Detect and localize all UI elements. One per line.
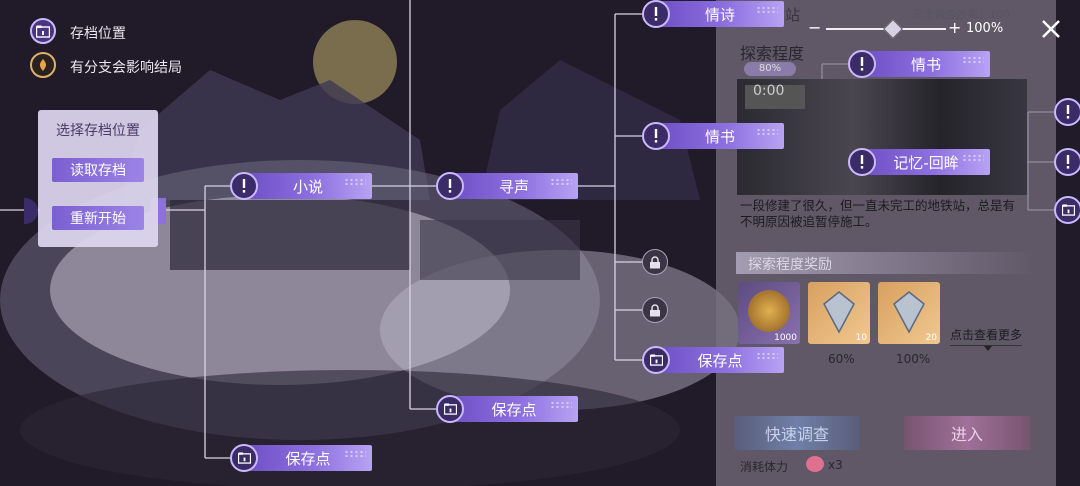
- partial-event-node[interactable]: [24, 198, 38, 224]
- node-bar: [860, 51, 990, 77]
- node-bar: [448, 396, 578, 422]
- lock-icon: [642, 297, 668, 323]
- reward-crystal[interactable]: 20: [878, 282, 940, 344]
- coin-icon: [748, 290, 790, 332]
- node-xunsheng[interactable]: 寻声: [436, 172, 578, 200]
- exclamation-icon: [642, 122, 670, 150]
- reward-qty: 20: [925, 333, 937, 343]
- node-save-point[interactable]: 保存点: [642, 346, 784, 374]
- node-label: 保存点: [285, 449, 331, 468]
- node-save-point[interactable]: 保存点: [436, 395, 578, 423]
- required-effect: 需求调查效果：100: [912, 8, 1010, 21]
- reward-2-percent: 60%: [828, 352, 855, 366]
- node-label: 寻声: [498, 177, 529, 196]
- node-label: 记忆-回眸: [893, 153, 959, 172]
- node-bar: [654, 347, 784, 373]
- exploration-badge: 80%: [744, 62, 796, 76]
- stamina-label: 消耗体力: [740, 460, 789, 474]
- location-detail-panel: 废弃车站 需求调查效果：100 探索程度 80% 0:00 一段修建了很久，但一…: [716, 0, 1056, 486]
- view-more-link[interactable]: 点击查看更多: [950, 326, 1023, 346]
- zoom-level: 100%: [966, 21, 1004, 36]
- crystal-icon: [823, 291, 855, 334]
- legend-save-location: 存档位置: [70, 26, 126, 42]
- node-label: 情诗: [704, 5, 735, 24]
- node-bar: [242, 445, 372, 471]
- node-bar: [860, 149, 990, 175]
- load-save-button[interactable]: 读取存档: [52, 158, 144, 182]
- node-label: 保存点: [697, 351, 743, 370]
- node-save-point[interactable]: 保存点: [230, 444, 372, 472]
- exclamation-icon: [642, 0, 670, 28]
- save-folder-icon: [30, 18, 56, 44]
- location-video[interactable]: 0:00: [737, 79, 1027, 195]
- node-love-letter[interactable]: 情书: [848, 50, 990, 78]
- restart-button[interactable]: 重新开始: [52, 206, 144, 230]
- exclamation-icon[interactable]: [1054, 148, 1080, 176]
- node-label: 情书: [704, 127, 735, 146]
- branch-flame-icon: [30, 52, 56, 78]
- node-love-letter[interactable]: 情书: [642, 122, 784, 150]
- chevron-down-icon: [984, 346, 992, 351]
- popup-title: 选择存档位置: [56, 123, 140, 139]
- legend-branch-affects-ending: 有分支会影响结局: [70, 60, 182, 76]
- save-folder-icon[interactable]: [1054, 196, 1080, 224]
- node-bar: [654, 1, 784, 27]
- video-time: 0:00: [753, 83, 785, 99]
- reward-qty: 1000: [774, 333, 797, 343]
- stamina-cost: x3: [828, 458, 843, 472]
- node-love-poem[interactable]: 情诗: [642, 0, 784, 28]
- stamina-heart-icon: [806, 456, 824, 472]
- crystal-icon: [893, 291, 925, 334]
- zoom-out-button[interactable]: −: [808, 18, 822, 37]
- node-bar: [242, 173, 372, 199]
- node-bar: [448, 173, 578, 199]
- reward-crystal[interactable]: 10: [808, 282, 870, 344]
- exclamation-icon: [436, 172, 464, 200]
- node-label: 保存点: [491, 400, 537, 419]
- exclamation-icon[interactable]: [1054, 98, 1080, 126]
- save-folder-icon: [642, 346, 670, 374]
- reward-3-percent: 100%: [896, 352, 931, 366]
- node-label: 小说: [292, 177, 323, 196]
- location-description: 一段修建了很久，但一直未完工的地铁站，总是有不明原因被追暂停施工。: [740, 198, 1016, 229]
- enter-button[interactable]: 进入: [904, 416, 1030, 450]
- reward-coin[interactable]: 1000: [738, 282, 800, 344]
- node-label: 情书: [910, 55, 941, 74]
- exclamation-icon: [848, 148, 876, 176]
- save-location-popup: 选择存档位置 读取存档 重新开始: [38, 110, 158, 247]
- save-folder-icon: [436, 395, 464, 423]
- node-bar: [654, 123, 784, 149]
- reward-qty: 10: [855, 333, 867, 343]
- zoom-in-button[interactable]: +: [948, 18, 962, 37]
- node-memory-glance[interactable]: 记忆-回眸: [848, 148, 990, 176]
- quick-investigate-button[interactable]: 快速调查: [734, 416, 860, 450]
- close-icon[interactable]: [1034, 12, 1068, 46]
- rewards-header: 探索程度奖励: [736, 252, 1036, 274]
- exploration-label: 探索程度: [740, 44, 805, 63]
- node-novel[interactable]: 小说: [230, 172, 372, 200]
- lock-icon: [642, 249, 668, 275]
- rewards-title: 探索程度奖励: [748, 257, 832, 273]
